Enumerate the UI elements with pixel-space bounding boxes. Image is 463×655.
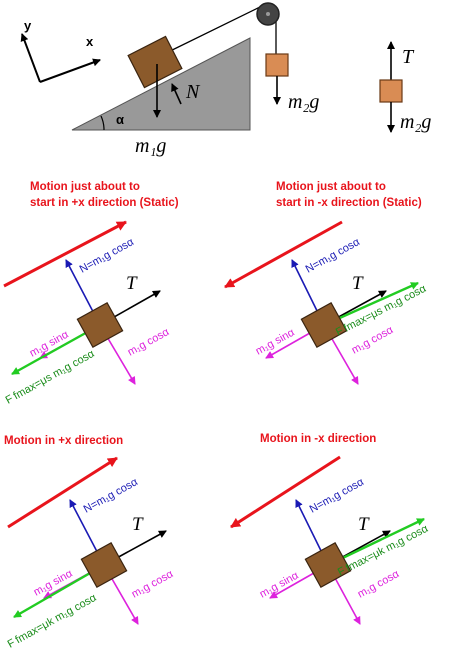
pulley-axle [266,12,270,16]
incline-plane [71,37,251,131]
x-axis-arrow [39,58,101,83]
m2g-label: m₂g [288,91,319,113]
motion-arrow [224,220,343,289]
x-axis-label: x [86,34,94,49]
tension-label: T [132,514,144,535]
motion-arrow [7,456,118,529]
tension-label: T [352,273,364,294]
cos-component-label: m₁g cosα [130,568,176,601]
block [76,301,124,349]
normal-label: N [185,81,201,103]
panel-title-line1: Motion in +x direction [4,435,123,447]
tension-label: T [126,273,138,294]
hanging-block-fbd: T m₂g [379,41,431,133]
m1g-label: m₁g [135,135,166,157]
panel-static-minus-x: Motion just about to start in -x directi… [224,181,429,385]
cos-component-label: m₁g cosα [126,326,172,359]
block [300,301,348,349]
panel-kinetic-minus-x: Motion in -x direction N=m₁g cosα T m₁g … [230,433,431,625]
panel-static-plus-x: Motion just about to start in +x directi… [3,181,179,407]
normal-force-label: N=m₁g cosα [308,476,367,516]
friction-label: F fmax=μs m₁g cosα [4,348,97,407]
incline-setup: α N m₁g m₂g [71,2,319,157]
normal-force-label: N=m₁g cosα [304,236,363,276]
sin-component-label: m₁g sinα [258,569,302,600]
normal-arrow-m1 [171,83,182,105]
block [304,541,352,589]
rope-incline [159,5,263,57]
block-m2 [265,53,289,77]
block [80,541,128,589]
friction-arrow [327,517,425,567]
block-m1 [127,35,183,89]
y-axis-label: y [24,18,32,33]
y-axis-arrow [20,33,41,83]
panel-kinetic-plus-x: Motion in +x direction N=m₁g cosα T m₁g … [4,435,176,651]
cos-component-label: m₁g cosα [356,568,402,601]
panel-title-line1: Motion in -x direction [260,433,376,445]
m2g-label-fbd: m₂g [400,111,431,133]
tension-label-fbd: T [402,46,415,68]
angle-arc [100,115,105,131]
alpha-label: α [116,112,124,127]
friction-label: F fmax=μk m₁g cosα [6,592,99,651]
block-m2-fbd [379,79,403,103]
normal-force-label: N=m₁g cosα [82,476,141,516]
tension-label: T [358,514,370,535]
panel-title-line1: Motion just about to [30,181,140,193]
coordinate-axes: y x [20,18,101,83]
panel-title-line2: start in +x direction (Static) [30,197,179,209]
friction-label: F fmax=μk m₁g cosα [336,522,431,578]
panel-title-line2: start in -x direction (Static) [276,197,422,209]
motion-arrow [230,455,341,529]
motion-arrow [3,220,127,288]
panel-title-line1: Motion just about to [276,181,386,193]
